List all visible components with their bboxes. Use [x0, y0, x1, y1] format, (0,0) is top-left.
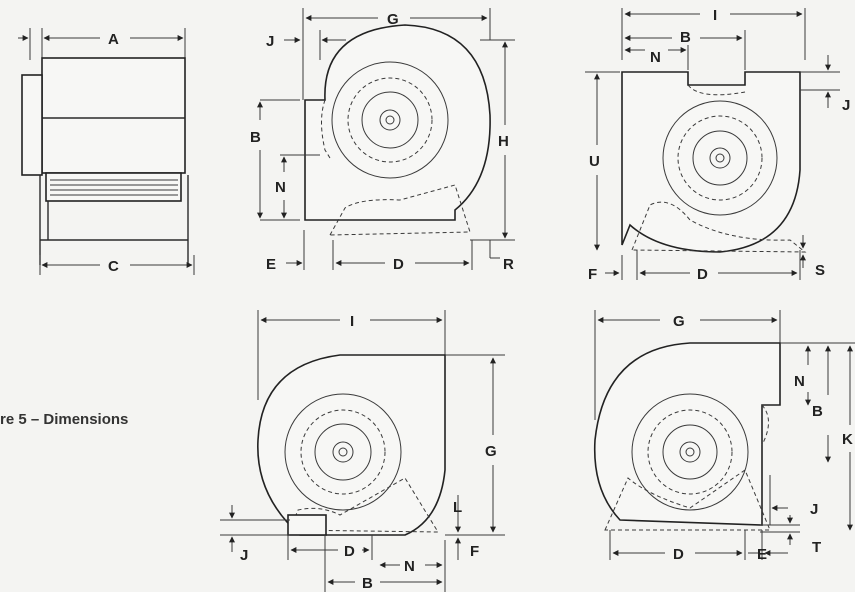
label-N-top: N — [275, 179, 286, 196]
label-I-top: I — [713, 7, 717, 24]
label-B-bottom: B — [362, 575, 373, 592]
label-F-right: F — [588, 266, 597, 283]
housing-side — [41, 57, 186, 174]
label-H: H — [498, 133, 509, 150]
label-C: C — [108, 258, 119, 275]
label-G-bottom-right: G — [673, 313, 685, 330]
label-B-bottom-right: B — [812, 403, 823, 420]
label-N-right: N — [650, 49, 661, 66]
label-D-bottom-right: D — [673, 546, 684, 563]
label-T: T — [812, 539, 821, 556]
label-S: S — [815, 262, 825, 279]
label-B-right: B — [680, 29, 691, 46]
front-view-top: G J B N H E D R — [250, 8, 515, 273]
label-R: R — [503, 256, 514, 273]
wheel-grille — [45, 172, 182, 202]
label-E-top: E — [266, 256, 276, 273]
label-D-bottom-left: D — [344, 543, 355, 560]
label-J-right: J — [842, 97, 850, 114]
label-D-top: D — [393, 256, 404, 273]
label-A: A — [108, 31, 119, 48]
front-view-bottom-right: G N B K J T D E — [593, 310, 855, 563]
label-G-bottom: G — [485, 443, 497, 460]
label-F-bottom: F — [470, 543, 479, 560]
label-U: U — [589, 153, 600, 170]
label-N-bottom-right: N — [794, 373, 805, 390]
label-L: L — [453, 499, 462, 516]
label-K: K — [842, 431, 853, 448]
label-G-top: G — [387, 11, 399, 28]
housing-bottom-left — [257, 354, 446, 536]
label-N-bottom: N — [404, 558, 415, 575]
front-view-bottom-left: I G J L F D N B — [220, 310, 505, 592]
label-B-top: B — [250, 129, 261, 146]
label-D-right: D — [697, 266, 708, 283]
figure-caption: re 5 – Dimensions — [0, 411, 128, 428]
label-J-top: J — [266, 33, 274, 50]
label-J-bottom: J — [240, 547, 248, 564]
housing-bottom-right — [593, 342, 781, 526]
label-E-bottom: E — [757, 546, 767, 563]
front-view-right: I B N J U F D S — [585, 7, 850, 283]
side-view: A C — [18, 28, 195, 275]
housing-front — [304, 24, 491, 221]
label-I-bottom: I — [350, 313, 354, 330]
label-J-bottom-right: J — [810, 501, 818, 518]
